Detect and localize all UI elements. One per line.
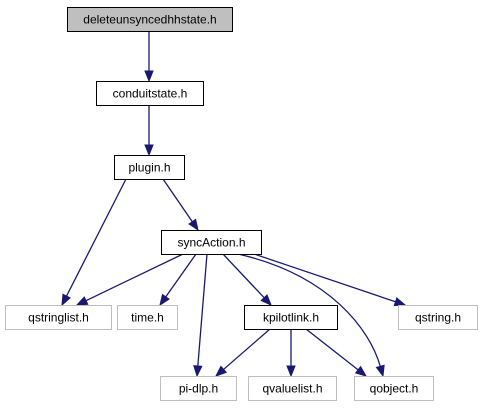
edge-kpilotlink-to-qvaluelist (286, 329, 296, 378)
node-deleteunsyncedhhstate[interactable]: deleteunsyncedhhstate.h (67, 7, 233, 32)
edge-line (222, 253, 265, 299)
node-label: pi-dlp.h (179, 382, 218, 396)
edge-syncaction-to-qobject (237, 253, 385, 378)
edge-syncaction-to-qstringlist (75, 253, 184, 306)
node-box (248, 376, 337, 401)
arrowhead-icon (144, 70, 154, 83)
node-label: qvaluelist.h (262, 382, 322, 396)
edge-syncaction-to-time (159, 253, 197, 307)
edge-line (162, 178, 193, 223)
node-qstringlist: qstringlist.h (5, 305, 112, 330)
node-label: kpilotlink.h (263, 311, 319, 325)
node-time: time.h (117, 305, 178, 330)
node-box (161, 230, 262, 255)
edge-syncaction-to-pidlp (193, 253, 208, 378)
node-box (5, 305, 112, 330)
arrowhead-icon (144, 144, 154, 157)
edge-line (305, 328, 359, 371)
arrowhead-icon (354, 365, 368, 377)
node-label: deleteunsyncedhhstate.h (83, 13, 216, 27)
node-label: conduitstate.h (113, 87, 188, 101)
node-box (96, 81, 204, 106)
node-label: plugin.h (128, 161, 170, 175)
node-box (354, 376, 434, 401)
arrowhead-icon (193, 365, 203, 378)
edge-kpilotlink-to-qobject (305, 328, 368, 377)
node-label: qstringlist.h (28, 311, 89, 325)
edge-kpilotlink-to-pidlp (214, 328, 271, 377)
arrowhead-icon (286, 365, 296, 378)
node-label: qstring.h (415, 311, 461, 325)
arrowhead-icon (61, 293, 71, 307)
edges-layer (61, 31, 407, 378)
edge-syncaction-to-kpilotlink (222, 253, 272, 306)
arrowhead-icon (393, 297, 407, 307)
edge-line (85, 253, 184, 302)
node-box (160, 376, 237, 401)
node-pidlp: pi-dlp.h (160, 376, 237, 401)
nodes-layer: deleteunsyncedhhstate.h conduitstate.h plu… (5, 7, 478, 401)
node-label: syncAction.h (177, 236, 245, 250)
node-qvaluelist: qvaluelist.h (248, 376, 337, 401)
node-syncaction[interactable]: syncAction.h (161, 230, 262, 255)
edge-line (253, 253, 396, 303)
node-box (244, 305, 338, 330)
arrowhead-icon (188, 218, 199, 232)
node-box (67, 7, 233, 32)
arrowhead-icon (375, 364, 385, 378)
edge-plugin-to-syncaction (162, 178, 199, 232)
node-qstring: qstring.h (398, 305, 478, 330)
edge-line (165, 253, 197, 298)
node-plugin[interactable]: plugin.h (114, 155, 185, 180)
node-box (117, 305, 178, 330)
edge-conduitstate-to-plugin (144, 105, 154, 157)
edge-deleteunsyncedhhstate-to-conduitstate (144, 31, 154, 83)
node-box (114, 155, 185, 180)
edge-plugin-to-qstringlist (61, 178, 127, 307)
arrowhead-icon (75, 296, 89, 306)
node-qobject: qobject.h (354, 376, 434, 401)
edge-line (223, 328, 271, 370)
node-box (398, 305, 478, 330)
node-kpilotlink[interactable]: kpilotlink.h (244, 305, 338, 330)
node-label: qobject.h (370, 382, 419, 396)
node-label: time.h (131, 311, 164, 325)
arrowhead-icon (260, 294, 272, 306)
edge-line (237, 253, 381, 367)
arrowhead-icon (159, 293, 170, 307)
arrowhead-icon (214, 365, 228, 377)
node-conduitstate[interactable]: conduitstate.h (96, 81, 204, 106)
edge-line (65, 178, 127, 297)
edge-syncaction-to-qstring (253, 253, 407, 307)
edge-line (197, 253, 208, 367)
